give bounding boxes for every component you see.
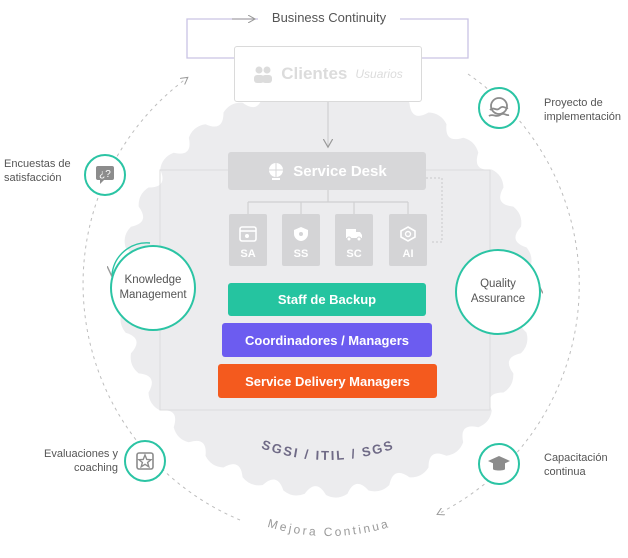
- layer-staff-backup: Staff de Backup: [228, 283, 426, 316]
- business-continuity-label: Business Continuity: [271, 10, 387, 25]
- graduation-cap-icon: [488, 456, 510, 471]
- layer-service-delivery-managers: Service Delivery Managers: [218, 364, 437, 398]
- users-icon: [254, 66, 273, 83]
- quality-assurance-circle: Quality Assurance: [455, 249, 541, 335]
- quality-assurance-label: Quality Assurance: [470, 278, 526, 305]
- continuity-bracket-right: [400, 18, 469, 59]
- team-box-ss: SS: [282, 214, 320, 266]
- clientes-box: Clientes Usuarios: [234, 46, 422, 102]
- desk-to-teams-connector: [247, 190, 409, 214]
- knowledge-management-label: Knowledge Management: [119, 274, 187, 301]
- ai-loop-connector: [426, 177, 443, 243]
- team-label-sa: SA: [240, 248, 256, 260]
- continuity-bracket: [186, 18, 258, 59]
- wave-icon: [488, 97, 510, 117]
- layer-coordinadores-managers: Coordinadores / Managers: [222, 323, 432, 357]
- capacitacion-circle: [478, 443, 520, 485]
- mejora-continua-label: Mejora Continua: [266, 516, 391, 539]
- star-badge-icon: [136, 452, 154, 470]
- improvement-loop-right: [438, 73, 580, 514]
- proyecto-circle: [478, 87, 520, 129]
- globe-person-icon: [269, 163, 284, 180]
- clientes-title: Clientes: [281, 64, 348, 83]
- service-desk-box: Service Desk: [228, 152, 426, 190]
- team-box-sc: SC: [335, 214, 373, 266]
- clientes-subtitle: Usuarios: [355, 67, 403, 81]
- team-label-ss: SS: [293, 248, 309, 260]
- knowledge-management-circle: Knowledge Management: [110, 245, 196, 331]
- encuestas-label: Encuestas de satisfacción: [4, 158, 71, 184]
- service-desk-label: Service Desk: [293, 162, 387, 180]
- team-box-ai: AI: [389, 214, 427, 266]
- shield-icon: [294, 227, 308, 241]
- team-box-sa: SA: [229, 214, 267, 266]
- encuestas-circle: ¿?: [84, 154, 126, 196]
- team-label-ai: AI: [402, 248, 414, 260]
- evaluaciones-label: Evaluaciones y coaching: [44, 448, 118, 474]
- browser-icon: [239, 226, 257, 242]
- capacitacion-label: Capacitación continua: [544, 452, 608, 478]
- hexagon-icon: [400, 226, 416, 242]
- team-label-sc: SC: [346, 248, 362, 260]
- evaluaciones-circle: [124, 440, 166, 482]
- truck-icon: [346, 229, 362, 242]
- speech-bubble-question-icon: ¿?: [96, 166, 114, 184]
- inner-frame: [159, 169, 491, 411]
- proyecto-label: Proyecto de implementación: [544, 97, 622, 123]
- svg-text:¿?: ¿?: [99, 169, 111, 180]
